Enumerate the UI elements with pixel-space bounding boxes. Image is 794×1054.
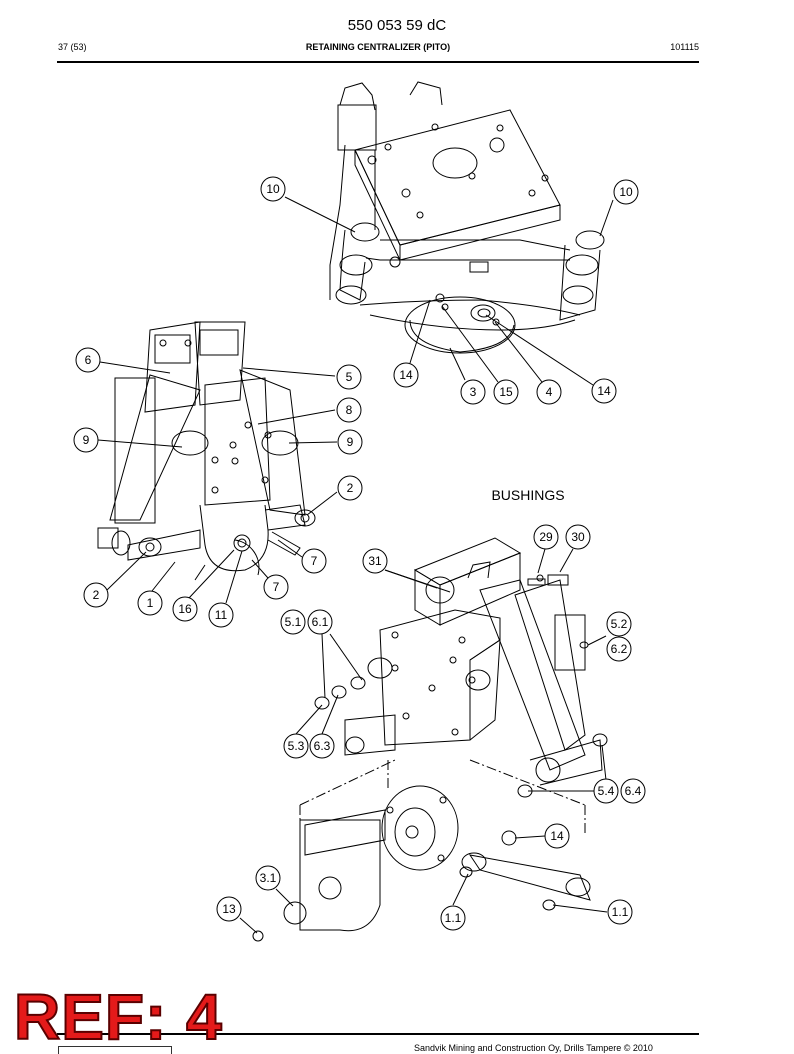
callout: 11 — [208, 602, 234, 628]
svg-text:6.3: 6.3 — [314, 739, 331, 753]
callout: 30 — [565, 524, 591, 550]
svg-text:1.1: 1.1 — [612, 905, 629, 919]
callout: 5.4 — [593, 778, 619, 804]
svg-text:14: 14 — [399, 368, 413, 382]
header-rule — [57, 61, 699, 63]
svg-text:29: 29 — [539, 530, 553, 544]
svg-text:8: 8 — [346, 403, 353, 417]
svg-text:31: 31 — [368, 554, 382, 568]
callout: 2 — [337, 475, 363, 501]
callout: 10 — [260, 176, 286, 202]
svg-text:7: 7 — [273, 580, 280, 594]
callout: 6.3 — [309, 733, 335, 759]
page-number: 37 (53) — [58, 42, 87, 52]
drawing-linework — [97, 81, 614, 942]
svg-text:11: 11 — [215, 608, 228, 622]
page-title: RETAINING CENTRALIZER (PITO) — [305, 42, 451, 52]
svg-text:9: 9 — [347, 435, 354, 449]
callout: 3.1 — [255, 865, 281, 891]
callout: 6 — [75, 347, 101, 373]
callout: 5.3 — [283, 733, 309, 759]
lower-reel-group — [252, 785, 591, 942]
callout: 31 — [362, 548, 388, 574]
svg-text:30: 30 — [571, 530, 585, 544]
callout: 10 — [613, 179, 639, 205]
callout: 1.1 — [607, 899, 633, 925]
left-assembly — [97, 321, 316, 581]
svg-text:5.3: 5.3 — [288, 739, 305, 753]
svg-text:2: 2 — [93, 588, 100, 602]
svg-text:1.1: 1.1 — [445, 911, 462, 925]
callout: 16 — [172, 596, 198, 622]
callout: 14 — [591, 378, 617, 404]
callout: 5.2 — [606, 611, 632, 637]
callout: 7 — [301, 548, 327, 574]
svg-text:14: 14 — [550, 829, 564, 843]
construction-lines — [299, 759, 586, 835]
callout: 6.4 — [620, 778, 646, 804]
svg-text:15: 15 — [499, 385, 513, 399]
svg-text:4: 4 — [546, 385, 553, 399]
callout: 2 — [83, 582, 109, 608]
svg-text:5.2: 5.2 — [611, 617, 628, 631]
callout: 13 — [216, 896, 242, 922]
footer-text: Sandvik Mining and Construction Oy, Dril… — [414, 1043, 653, 1053]
svg-text:16: 16 — [178, 602, 192, 616]
document-number: 550 053 59 dC — [347, 17, 447, 34]
svg-text:5: 5 — [346, 370, 353, 384]
footer-rule — [57, 1033, 699, 1035]
callout: 5.1 — [280, 609, 306, 635]
bushings-label: BUSHINGS — [491, 487, 564, 503]
callouts: 10 10 14 3 15 4 14 6 5 8 9 9 2 2 1 16 11… — [73, 176, 646, 931]
callout: 7 — [263, 574, 289, 600]
svg-text:10: 10 — [619, 185, 633, 199]
exploded-assembly — [314, 537, 608, 798]
callout: 14 — [544, 823, 570, 849]
svg-text:6: 6 — [85, 353, 92, 367]
callout: 4 — [536, 379, 562, 405]
svg-text:3.1: 3.1 — [260, 871, 277, 885]
svg-text:13: 13 — [222, 902, 236, 916]
callout: 15 — [493, 379, 519, 405]
svg-text:9: 9 — [83, 433, 90, 447]
reference-stamp: REF: 4 — [13, 981, 223, 1053]
date-code: 101115 — [670, 42, 699, 52]
callout: 8 — [336, 397, 362, 423]
svg-text:5.1: 5.1 — [285, 615, 302, 629]
leader-lines — [97, 196, 614, 934]
svg-text:3: 3 — [470, 385, 477, 399]
svg-text:10: 10 — [266, 182, 280, 196]
callout: 9 — [73, 427, 99, 453]
callout: 3 — [460, 379, 486, 405]
callout: 14 — [393, 362, 419, 388]
upper-assembly — [329, 81, 605, 354]
callout: 1.1 — [440, 905, 466, 931]
svg-text:1: 1 — [147, 596, 154, 610]
svg-text:5.4: 5.4 — [598, 784, 615, 798]
callout: 5 — [336, 364, 362, 390]
callout: 9 — [337, 429, 363, 455]
svg-text:6.4: 6.4 — [625, 784, 642, 798]
svg-text:6.1: 6.1 — [312, 615, 329, 629]
callout: 6.1 — [307, 609, 333, 635]
svg-text:14: 14 — [597, 384, 611, 398]
callout: 1 — [137, 590, 163, 616]
svg-text:2: 2 — [347, 481, 354, 495]
svg-text:7: 7 — [311, 554, 318, 568]
callout: 29 — [533, 524, 559, 550]
logo-fragment — [58, 1046, 172, 1054]
svg-text:6.2: 6.2 — [611, 642, 628, 656]
callout: 6.2 — [606, 636, 632, 662]
